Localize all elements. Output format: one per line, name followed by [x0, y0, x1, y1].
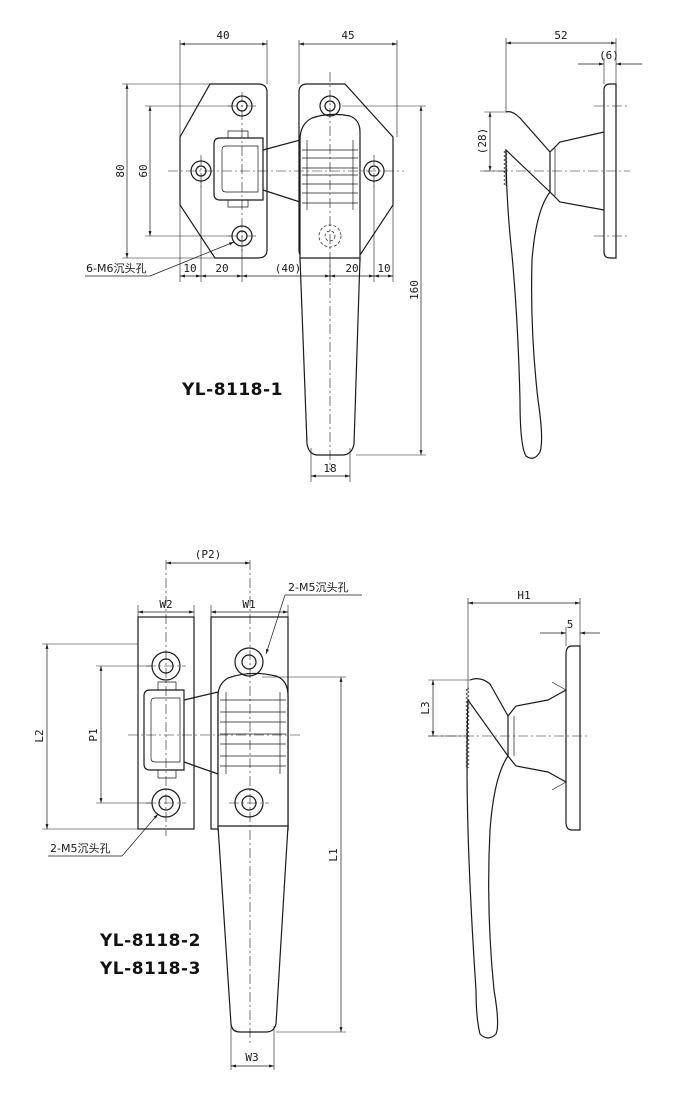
- hole-2-right-top: [234, 647, 264, 677]
- model-label-3: YL-8118-3: [99, 959, 201, 979]
- bottom-side-view: H1 5 L3: [419, 589, 600, 1039]
- dim-5: 5: [567, 618, 574, 631]
- dim-10-left: 10: [183, 262, 196, 275]
- bottom-front-view: (P2) W2 W1 2-M5沉头孔 L2 P1 2-M5沉头孔 L1: [33, 548, 362, 1070]
- dim-60: 60: [137, 164, 150, 177]
- dim-p2: (P2): [195, 548, 222, 561]
- dim-10-right: 10: [377, 262, 390, 275]
- dim-l1: L1: [327, 848, 340, 861]
- dim-l2: L2: [33, 729, 46, 742]
- dim-20-right: 20: [345, 262, 358, 275]
- left-base-plate: [179, 83, 268, 259]
- dim-w3: W3: [245, 1051, 258, 1064]
- handle-lever-2: [217, 825, 289, 1033]
- dim-40-center: (40): [275, 262, 302, 275]
- dim-6: (6): [599, 49, 619, 62]
- hole-note-2m5-top: 2-M5沉头孔: [288, 581, 348, 594]
- side-lever-bottom: [466, 678, 509, 1039]
- side-flange-bottom: [565, 645, 581, 831]
- handle-head-2: [217, 672, 289, 831]
- side-neck-top: [549, 131, 605, 211]
- hole-note-6m6: 6-M6沉头孔: [86, 262, 146, 275]
- model-label-top: YL-8118-1: [181, 380, 283, 400]
- dim-160: 160: [408, 280, 421, 300]
- dim-80: 80: [114, 164, 127, 177]
- dim-w1: W1: [242, 598, 255, 611]
- dim-w2: W2: [159, 598, 172, 611]
- dim-52: 52: [554, 29, 567, 42]
- dim-45: 45: [341, 29, 354, 42]
- dim-20-left: 20: [215, 262, 228, 275]
- dim-l3: L3: [419, 701, 432, 714]
- side-lever-top: [505, 111, 551, 459]
- side-flange-top: [603, 83, 617, 259]
- dim-h1: H1: [517, 589, 530, 602]
- dim-p1: P1: [87, 728, 100, 741]
- dim-28: (28): [476, 128, 489, 155]
- dim-40: 40: [216, 29, 229, 42]
- hole-note-2m5-bottom: 2-M5沉头孔: [50, 842, 110, 855]
- top-front-view: 40 45 80 60 10 20 (40) 20 10: [85, 29, 426, 482]
- dim-18: 18: [323, 462, 336, 475]
- model-label-2: YL-8118-2: [99, 931, 201, 951]
- top-side-view: 52 (6) (28): [476, 29, 642, 459]
- latch-hook: [213, 137, 264, 201]
